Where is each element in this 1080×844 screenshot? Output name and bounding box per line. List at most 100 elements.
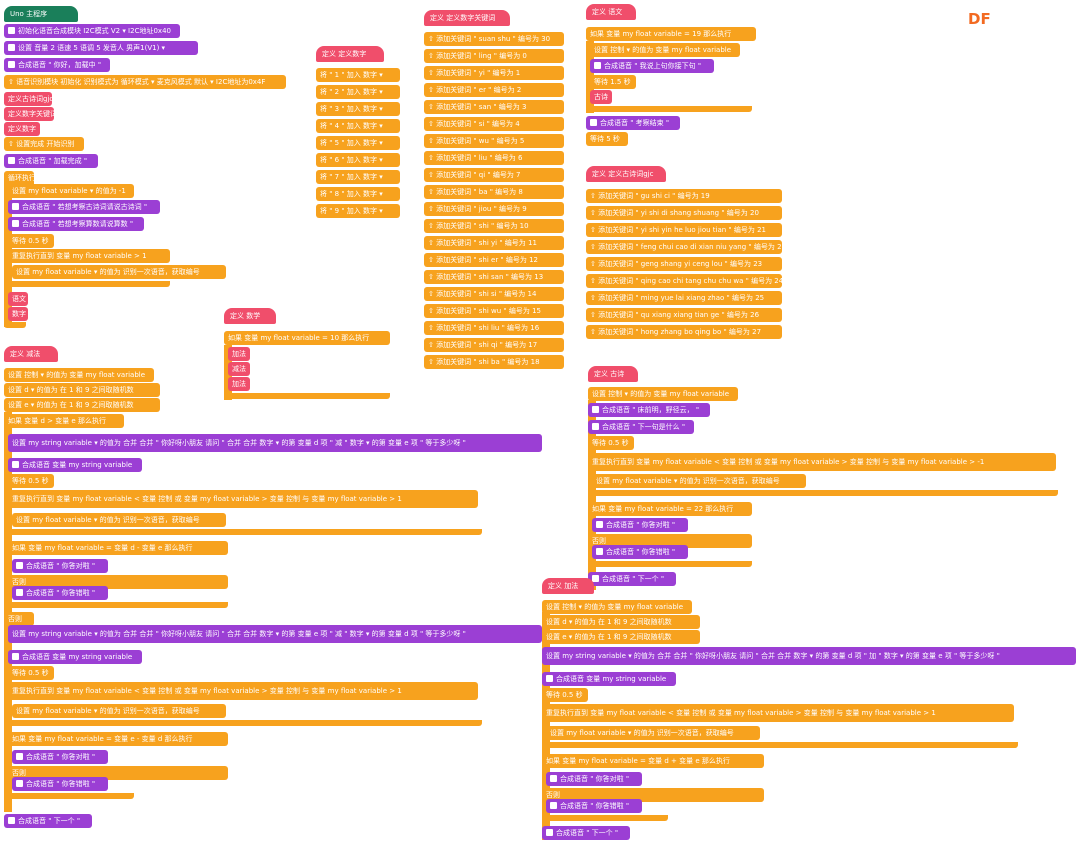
add-set-rec[interactable]: 设置 my float variable ▾ 的值为 识别一次语音，获取编号	[546, 726, 760, 740]
sub-def-hat[interactable]: 定义 减法	[4, 346, 58, 362]
forever-loop-block[interactable]: 循环执行	[4, 171, 34, 185]
list-item[interactable]: 将 " 1 " 加入 数字 ▾	[316, 68, 400, 82]
list-item[interactable]: 将 " 8 " 加入 数字 ▾	[316, 187, 400, 201]
add-right[interactable]: 合成语音 " 你答对啦 "	[546, 772, 642, 786]
list-item[interactable]: ⇧ 添加关键词 " yi shi di shang shuang " 编号为 2…	[586, 206, 782, 220]
lang-end-say[interactable]: 合成语音 " 考察结束 "	[586, 116, 680, 130]
poem-else[interactable]: 否则	[588, 534, 752, 548]
add-set-d[interactable]: 设置 d ▾ 的值为 在 1 和 9 之间取随机数	[542, 615, 700, 629]
math-call-1[interactable]: 加法	[228, 347, 250, 361]
list-item[interactable]: ⇧ 添加关键词 " qi " 编号为 7	[424, 168, 564, 182]
poem-set[interactable]: 设置 控制 ▾ 的值为 变量 my float variable	[588, 387, 738, 401]
list-item[interactable]: ⇧ 添加关键词 " qu xiang xiang tian ge " 编号为 2…	[586, 308, 782, 322]
sub-say-str1[interactable]: 合成语音 变量 my string variable	[8, 458, 142, 472]
sub-rep1[interactable]: 重复执行直到 变量 my float variable < 变量 控制 或 变量…	[8, 490, 478, 508]
list-item[interactable]: ⇧ 添加关键词 " shi yi " 编号为 11	[424, 236, 564, 250]
list-item[interactable]: ⇧ 添加关键词 " shi " 编号为 10	[424, 219, 564, 233]
sub-else2[interactable]: 否则	[8, 766, 228, 780]
add-rep[interactable]: 重复执行直到 变量 my float variable < 变量 控制 或 变量…	[542, 704, 1014, 722]
sub-set-str1[interactable]: 设置 my string variable ▾ 的值为 合并 合并 " 你好呀小…	[8, 434, 542, 452]
call-math-block[interactable]: 数字	[8, 307, 28, 321]
sub-wrong2[interactable]: 合成语音 " 你答错啦 "	[12, 777, 108, 791]
call-lang-block[interactable]: 语文	[8, 292, 28, 306]
set-recog-block[interactable]: 设置 my float variable ▾ 的值为 识别一次语音，获取编号	[12, 265, 226, 279]
sub-if-eq2[interactable]: 如果 变量 my float variable = 变量 e - 变量 d 那么…	[8, 732, 228, 746]
lang-wait2[interactable]: 等待 5 秒	[586, 132, 628, 146]
list-item[interactable]: 将 " 5 " 加入 数字 ▾	[316, 136, 400, 150]
sub-wait1[interactable]: 等待 0.5 秒	[8, 474, 54, 488]
say-hint2-block[interactable]: 合成语音 " 若想考察算数请说算数 "	[8, 217, 144, 231]
list-item[interactable]: ⇧ 添加关键词 " shi san " 编号为 13	[424, 270, 564, 284]
list-item[interactable]: ⇧ 添加关键词 " liu " 编号为 6	[424, 151, 564, 165]
list-item[interactable]: 将 " 4 " 加入 数字 ▾	[316, 119, 400, 133]
list-item[interactable]: ⇧ 添加关键词 " ling " 编号为 0	[424, 49, 564, 63]
call-digit-kw-block[interactable]: 定义数字关键词	[4, 107, 54, 121]
poem-right[interactable]: 合成语音 " 你答对啦 "	[592, 518, 688, 532]
list-item[interactable]: ⇧ 添加关键词 " shi qi " 编号为 17	[424, 338, 564, 352]
init-tts-block[interactable]: 初始化语音合成模块 I2C模式 V2 ▾ I2C地址0x40	[4, 24, 180, 38]
add-set-str[interactable]: 设置 my string variable ▾ 的值为 合并 合并 " 你好呀小…	[542, 647, 1076, 665]
lang-if[interactable]: 如果 变量 my float variable = 19 那么执行	[586, 27, 756, 41]
list-item[interactable]: ⇧ 添加关键词 " wu " 编号为 5	[424, 134, 564, 148]
add-wrong[interactable]: 合成语音 " 你答错啦 "	[546, 799, 642, 813]
sub-set-ctrl[interactable]: 设置 控制 ▾ 的值为 变量 my float variable	[4, 368, 154, 382]
add-set-ctrl[interactable]: 设置 控制 ▾ 的值为 变量 my float variable	[542, 600, 692, 614]
list-item[interactable]: ⇧ 添加关键词 " shi si " 编号为 14	[424, 287, 564, 301]
poem-set-rec[interactable]: 设置 my float variable ▾ 的值为 识别一次语音，获取编号	[592, 474, 806, 488]
sub-if-eq1[interactable]: 如果 变量 my float variable = 变量 d - 变量 e 那么…	[8, 541, 228, 555]
loop-set-block[interactable]: 设置 my float variable ▾ 的值为 -1	[8, 184, 134, 198]
say-loaded-block[interactable]: 合成语音 " 加载完成 "	[4, 154, 98, 168]
list-item[interactable]: ⇧ 添加关键词 " ming yue lai xiang zhao " 编号为 …	[586, 291, 782, 305]
lang-wait[interactable]: 等待 1.5 秒	[590, 75, 636, 89]
sub-right2[interactable]: 合成语音 " 你答对啦 "	[12, 750, 108, 764]
kw-def-hat[interactable]: 定义 定义数字关键词	[424, 10, 510, 26]
list-item[interactable]: ⇧ 添加关键词 " er " 编号为 2	[424, 83, 564, 97]
math-call-2[interactable]: 减法	[228, 362, 250, 376]
call-gjc-block[interactable]: 定义古诗词gjc	[4, 92, 52, 106]
sub-if1[interactable]: 如果 变量 d > 变量 e 那么执行	[4, 414, 124, 428]
poem-say1[interactable]: 合成语音 " 床前明，野径云， "	[588, 403, 710, 417]
sub-else1[interactable]: 否则	[8, 575, 228, 589]
poem-if[interactable]: 如果 变量 my float variable = 22 那么执行	[588, 502, 752, 516]
add-else[interactable]: 否则	[542, 788, 764, 802]
poem-next[interactable]: 合成语音 " 下一个 "	[588, 572, 676, 586]
poem-wrong[interactable]: 合成语音 " 你答错啦 "	[592, 545, 688, 559]
list-item[interactable]: ⇧ 添加关键词 " geng shang yi ceng lou " 编号为 2…	[586, 257, 782, 271]
list-item[interactable]: ⇧ 添加关键词 " ba " 编号为 8	[424, 185, 564, 199]
add-if[interactable]: 如果 变量 my float variable = 变量 d + 变量 e 那么…	[542, 754, 764, 768]
add-say-str[interactable]: 合成语音 变量 my string variable	[542, 672, 676, 686]
gjc-def-hat[interactable]: 定义 定义古诗词gjc	[586, 166, 666, 182]
add-def-hat[interactable]: 定义 加法	[542, 578, 594, 594]
call-digit-block[interactable]: 定义数字	[4, 122, 40, 136]
sub-wrong1[interactable]: 合成语音 " 你答错啦 "	[12, 586, 108, 600]
say-loading-block[interactable]: 合成语音 " 你好，加载中 "	[4, 58, 110, 72]
list-item[interactable]: ⇧ 添加关键词 " shi liu " 编号为 16	[424, 321, 564, 335]
math-if[interactable]: 如果 变量 my float variable = 10 那么执行	[224, 331, 390, 345]
sub-rep2[interactable]: 重复执行直到 变量 my float variable < 变量 控制 或 变量…	[8, 682, 478, 700]
sub-set-e[interactable]: 设置 e ▾ 的值为 在 1 和 9 之间取随机数	[4, 398, 160, 412]
list-item[interactable]: 将 " 6 " 加入 数字 ▾	[316, 153, 400, 167]
add-set-e[interactable]: 设置 e ▾ 的值为 在 1 和 9 之间取随机数	[542, 630, 700, 644]
list-item[interactable]: ⇧ 添加关键词 " san " 编号为 3	[424, 100, 564, 114]
digits-def-hat[interactable]: 定义 定义数字	[316, 46, 384, 62]
math-def-hat[interactable]: 定义 数学	[224, 308, 276, 324]
init-asr-block[interactable]: ⇧ 语音识别模块 初始化 识别模式为 循环模式 ▾ 麦克风模式 默认 ▾ I2C…	[4, 75, 286, 89]
lang-set[interactable]: 设置 控制 ▾ 的值为 变量 my float variable	[590, 43, 740, 57]
add-wait[interactable]: 等待 0.5 秒	[542, 688, 588, 702]
sub-next[interactable]: 合成语音 " 下一个 "	[4, 814, 92, 828]
poem-rep[interactable]: 重复执行直到 变量 my float variable < 变量 控制 或 变量…	[588, 453, 1056, 471]
wait-block[interactable]: 等待 0.5 秒	[8, 234, 54, 248]
repeat-until-block[interactable]: 重复执行直到 变量 my float variable > 1	[8, 249, 170, 263]
list-item[interactable]: 将 " 7 " 加入 数字 ▾	[316, 170, 400, 184]
lang-def-hat[interactable]: 定义 语文	[586, 4, 636, 20]
set-done-block[interactable]: ⇧ 设置完成 开始识别	[4, 137, 84, 151]
list-item[interactable]: ⇧ 添加关键词 " shi ba " 编号为 18	[424, 355, 564, 369]
sub-right1[interactable]: 合成语音 " 你答对啦 "	[12, 559, 108, 573]
poem-wait[interactable]: 等待 0.5 秒	[588, 436, 634, 450]
lang-say[interactable]: 合成语音 " 我说上句你接下句 "	[590, 59, 714, 73]
lang-call-poem[interactable]: 古诗	[590, 90, 612, 104]
list-item[interactable]: 将 " 9 " 加入 数字 ▾	[316, 204, 400, 218]
sub-say-str2[interactable]: 合成语音 变量 my string variable	[8, 650, 142, 664]
list-item[interactable]: ⇧ 添加关键词 " shi wu " 编号为 15	[424, 304, 564, 318]
sub-wait2[interactable]: 等待 0.5 秒	[8, 666, 54, 680]
